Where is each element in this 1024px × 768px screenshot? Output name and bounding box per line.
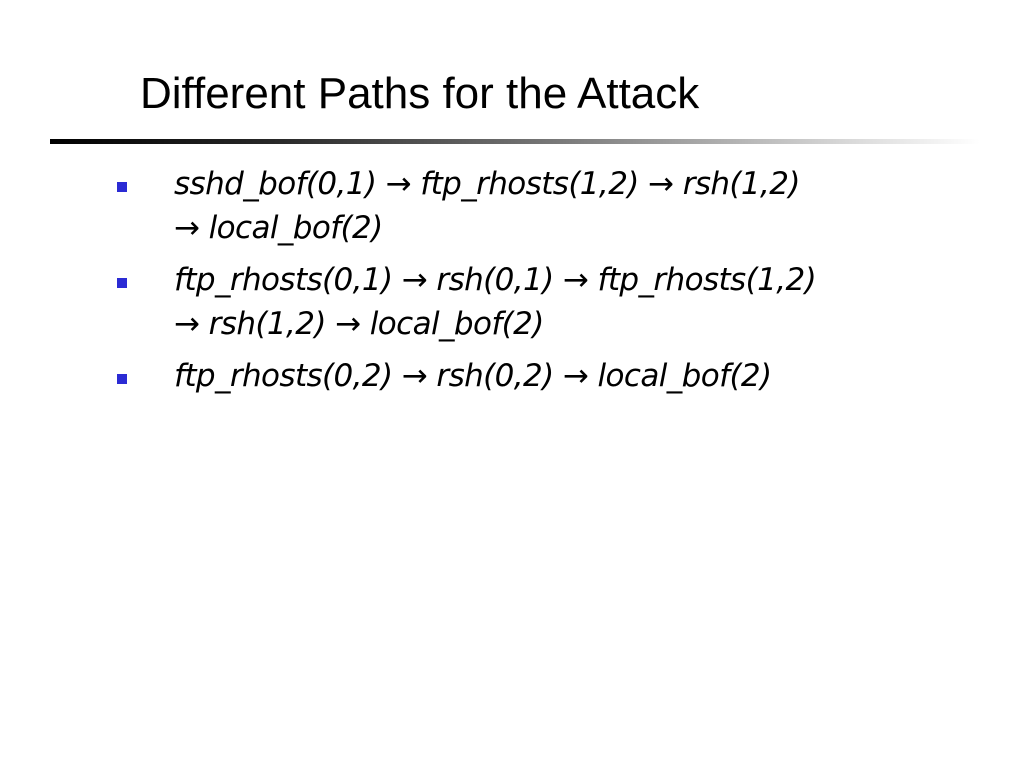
attack-path-line: ftp_rhosts(0,2) → rsh(0,2) → local_bof(2… [174,358,772,394]
attack-path-line: ftp_rhosts(0,1) → rsh(0,1) → ftp_rhosts(… [174,262,817,298]
attack-path-list: sshd_bof(0,1) → ftp_rhosts(1,2) → rsh(1,… [114,162,994,406]
attack-path-item: sshd_bof(0,1) → ftp_rhosts(1,2) → rsh(1,… [114,162,994,250]
attack-path-line: → local_bof(2) [174,210,383,246]
square-bullet-icon [117,278,127,288]
attack-path-item: ftp_rhosts(0,2) → rsh(0,2) → local_bof(2… [114,354,994,398]
slide-title: Different Paths for the Attack [140,69,700,118]
square-bullet-icon [117,182,127,192]
attack-path-line: sshd_bof(0,1) → ftp_rhosts(1,2) → rsh(1,… [174,166,801,202]
title-divider [50,139,980,144]
square-bullet-icon [117,374,127,384]
attack-path-line: → rsh(1,2) → local_bof(2) [174,306,544,342]
attack-path-item: ftp_rhosts(0,1) → rsh(0,1) → ftp_rhosts(… [114,258,994,346]
